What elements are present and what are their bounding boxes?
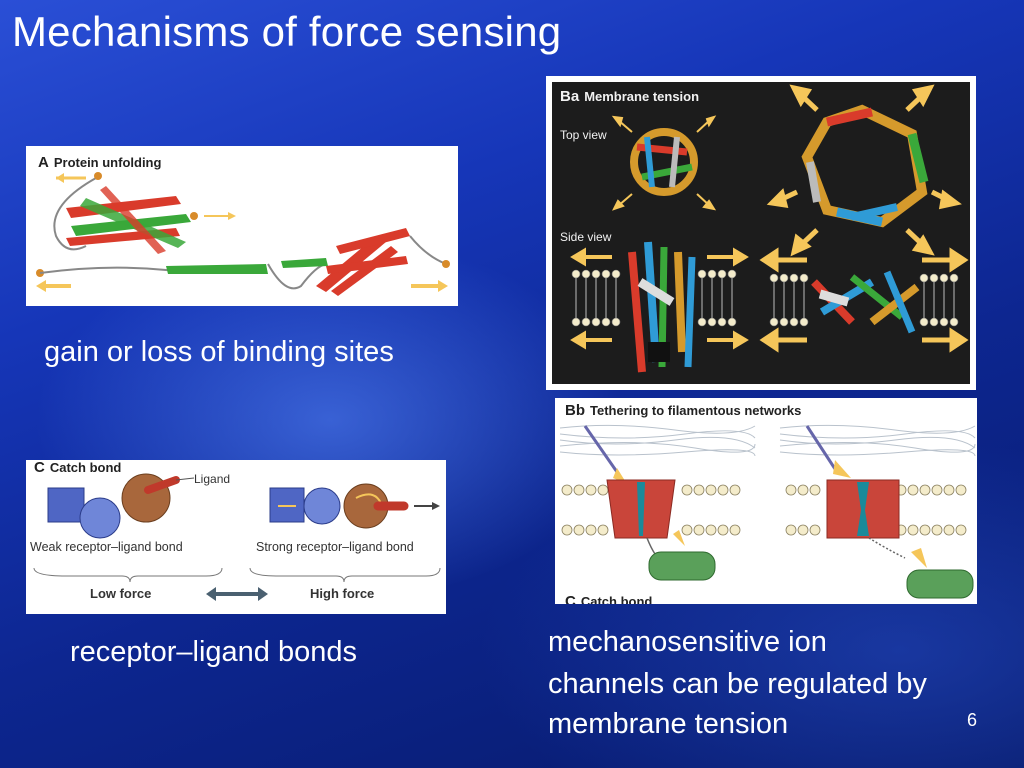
high-force-bracket xyxy=(249,567,441,583)
panel-ba-title: Membrane tension xyxy=(584,89,700,104)
panel-bb-footer-title: Catch bond xyxy=(580,594,653,604)
top-view-closed-channel xyxy=(630,128,698,196)
protein-unfolding-illustration xyxy=(36,172,450,296)
side-view-label: Side view xyxy=(560,230,612,244)
side-view-small-arrows xyxy=(570,247,749,350)
arrowhead xyxy=(438,280,448,292)
side-view-closed-channel xyxy=(628,241,696,373)
filament-network xyxy=(559,424,976,457)
weak-bond-label: Weak receptor–ligand bond xyxy=(30,540,183,554)
panel-a-label: A Protein unfolding xyxy=(38,154,161,171)
anchor-dot xyxy=(442,260,450,268)
sheet-red-strand xyxy=(331,246,398,296)
panel-ba-dark-bg: Ba Membrane tension Top view Side view xyxy=(552,82,970,384)
panel-bb-letter: Bb xyxy=(565,402,585,419)
microtubule-link xyxy=(868,537,906,559)
panel-c-label: C Catch bond xyxy=(34,460,121,476)
panel-membrane-tension: Ba Membrane tension Top view Side view xyxy=(546,76,976,390)
unfolded-chain xyxy=(267,263,327,290)
sheet-red-strand xyxy=(326,256,408,274)
microtubule-link xyxy=(646,537,656,555)
top-view-small-arrows xyxy=(611,115,717,211)
receptor-domain xyxy=(79,497,121,539)
caption-binding-sites: gain or loss of binding sites xyxy=(44,336,394,368)
panel-c-title: Catch bond xyxy=(49,460,122,475)
unfolded-chain xyxy=(409,235,447,265)
arrowhead xyxy=(56,173,64,183)
sheet-red-strand xyxy=(336,228,410,254)
folded-loop xyxy=(53,177,97,251)
panel-ba-letter: Ba xyxy=(560,88,580,105)
ligand-weak xyxy=(144,476,180,494)
caption-ion-channels-line2: channels can be regulated by xyxy=(548,668,927,700)
microtubule xyxy=(906,569,974,599)
tether-link xyxy=(805,425,839,473)
closed-channel-pore xyxy=(637,482,645,536)
panel-a-title: Protein unfolding xyxy=(53,155,162,170)
caption-ion-channels-line3: membrane tension xyxy=(548,708,789,740)
unfolded-green-strand xyxy=(281,258,328,268)
arrowhead xyxy=(258,587,268,601)
panel-c-letter: C xyxy=(34,460,45,476)
panel-bb-label: Bb Tethering to filamentous networks xyxy=(565,402,801,419)
side-view-open-channel xyxy=(811,270,920,334)
panel-catch-bond: C Catch bond Ligand Weak receptor–ligand … xyxy=(26,460,446,614)
open-channel-pore xyxy=(857,482,869,536)
panel-protein-unfolding: A Protein unfolding xyxy=(26,146,458,306)
panel-ba-label: Ba Membrane tension xyxy=(560,88,699,105)
top-view-open-channel xyxy=(801,104,929,228)
low-force-label: Low force xyxy=(90,586,152,601)
low-force-bracket xyxy=(33,567,223,583)
receptor-domain xyxy=(303,487,341,525)
anchor-dot xyxy=(190,212,198,220)
panel-tethering: Bb Tethering to filamentous networks C Cat… xyxy=(555,398,977,604)
panel-bb-footer: C Catch bond xyxy=(565,593,652,604)
ligand-pointer xyxy=(175,477,195,481)
side-view-membrane-left xyxy=(571,269,737,327)
arrowhead xyxy=(206,587,216,601)
anchor-dot xyxy=(94,172,102,180)
side-view-membrane-right xyxy=(769,273,959,327)
panel-bb-title: Tethering to filamentous networks xyxy=(590,403,802,418)
folded-red-strand xyxy=(100,186,166,254)
side-view-large-arrows xyxy=(759,247,969,353)
high-force-label: High force xyxy=(310,586,375,601)
caption-receptor-ligand: receptor–ligand bonds xyxy=(70,636,357,668)
top-view-large-arrows xyxy=(766,84,962,257)
top-view-label: Top view xyxy=(560,128,607,142)
arrowhead xyxy=(432,502,440,510)
panel-bb-footer-letter: C xyxy=(565,593,576,604)
caption-ion-channels-line1: mechanosensitive ion xyxy=(548,626,827,658)
ligand-label: Ligand xyxy=(194,472,231,486)
microtubule xyxy=(648,551,716,581)
membrane-tension-illustration xyxy=(570,84,969,373)
panel-a-letter: A xyxy=(38,154,49,171)
strong-bond-label: Strong receptor–ligand bond xyxy=(256,540,414,554)
catch-bond-illustration xyxy=(33,473,441,601)
slide-title: Mechanisms of force sensing xyxy=(12,8,562,55)
tethering-illustration xyxy=(559,424,976,599)
unfolded-green-strand xyxy=(166,264,268,274)
tether-link xyxy=(583,425,619,473)
page-number: 6 xyxy=(967,710,978,730)
arrowhead xyxy=(228,212,236,220)
receptor-anchor xyxy=(47,487,85,523)
arrowhead xyxy=(36,280,46,292)
